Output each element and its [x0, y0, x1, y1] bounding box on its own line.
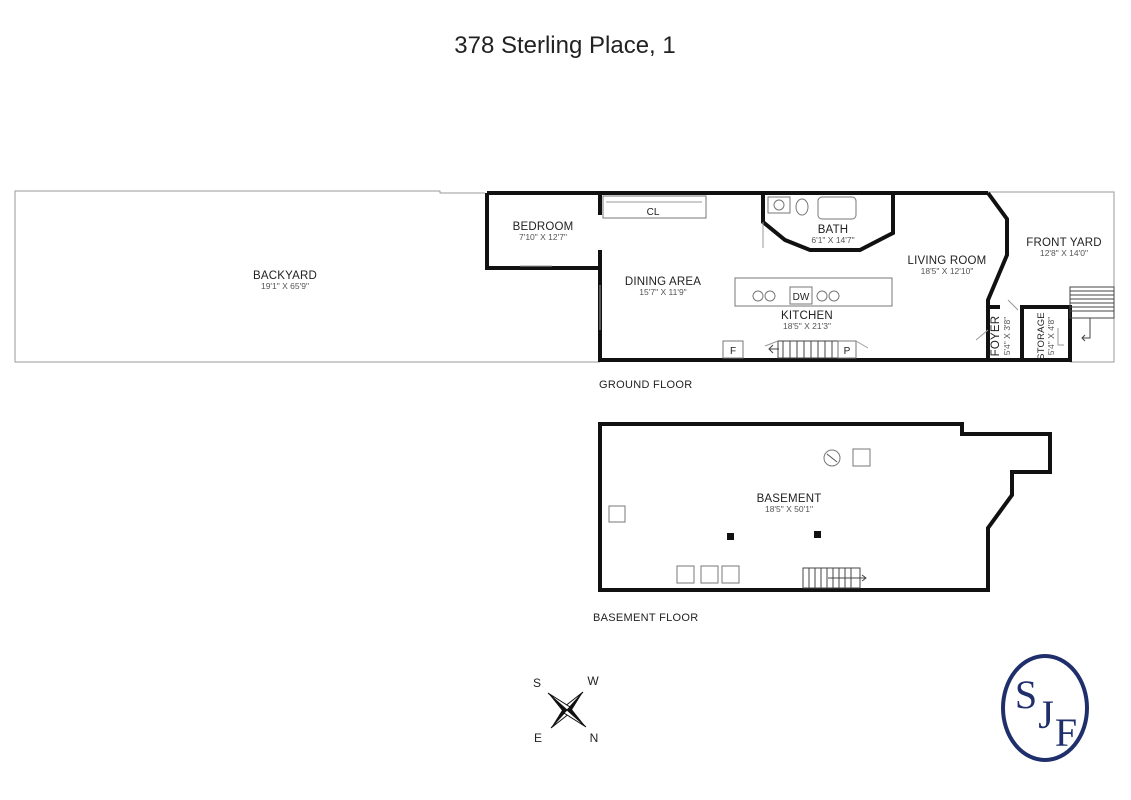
compass-east: E — [534, 731, 542, 745]
page-title: 378 Sterling Place, 1 — [454, 32, 675, 59]
kitchen-label: KITCHEN — [781, 310, 833, 322]
sjf-logo: S J F — [1001, 654, 1089, 762]
fridge — [722, 340, 744, 359]
compass-south: S — [533, 676, 541, 690]
logo-letter-j: J — [1038, 692, 1054, 737]
fridge-tag: F — [730, 346, 736, 357]
living-room-label: LIVING ROOM — [908, 255, 987, 267]
sink-bowl-icon — [773, 199, 785, 211]
basement-floor-label: BASEMENT FLOOR — [593, 612, 698, 624]
bathtub-icon — [817, 196, 857, 220]
compass-west: W — [587, 674, 599, 688]
sink-icon — [816, 290, 828, 302]
compass-needle-icon — [563, 709, 587, 728]
bath-dims: 6'1" X 14'7" — [811, 235, 854, 245]
dishwasher-tag: DW — [793, 292, 810, 303]
sink-icon — [828, 290, 840, 302]
bedroom-label: BEDROOM — [513, 221, 574, 233]
basement-floor-plan: BASEMENT 18'5" X 50'1" BASEMENT FLOOR — [593, 422, 1052, 624]
sink-icon — [752, 290, 764, 302]
backyard-label: BACKYARD — [253, 270, 317, 282]
basement-wall — [598, 422, 1052, 592]
foyer-dims: 5'4" X 3'8" — [1002, 317, 1012, 356]
dishwasher — [789, 286, 813, 305]
basement-fixture — [721, 565, 740, 584]
logo-letter-f: F — [1055, 710, 1077, 755]
backyard-dims: 19'1" X 65'9" — [261, 281, 309, 291]
basement-fixture — [608, 505, 626, 523]
support-column — [727, 533, 734, 540]
compass-rose: S W E N — [533, 674, 599, 745]
basement-fixture — [852, 448, 871, 467]
storage-dims: 5'4" X 4'8" — [1046, 317, 1056, 356]
front-yard-outline — [988, 191, 1115, 363]
logo-letter-s: S — [1015, 672, 1037, 717]
logo-oval — [1001, 654, 1089, 762]
compass-needle-icon — [567, 707, 586, 727]
front-yard-dims: 12'8" X 14'0" — [1040, 248, 1088, 258]
support-column — [814, 531, 821, 538]
backyard-outline — [14, 190, 600, 363]
ground-floor-label: GROUND FLOOR — [599, 379, 692, 391]
foyer-label: FOYER — [990, 316, 1002, 357]
compass-north: N — [590, 731, 599, 745]
storage-door — [1057, 328, 1064, 346]
foyer-door-swing — [975, 299, 1019, 341]
basement-stairs — [802, 567, 867, 589]
toilet-icon — [795, 198, 809, 216]
compass-needle-icon — [547, 692, 571, 711]
dining-area-label: DINING AREA — [625, 276, 701, 288]
ground-floor-plan: BACKYARD 19'1" X 65'9" BEDROOM 7'10" X 1… — [14, 190, 1115, 391]
storage-label: STORAGE — [1036, 312, 1047, 360]
kitchen-stair-doors — [764, 340, 869, 349]
pantry — [837, 340, 857, 359]
front-bay-wall — [986, 191, 1009, 360]
bath-label: BATH — [818, 224, 849, 236]
front-steps — [1069, 286, 1115, 342]
living-room-dims: 18'5" X 12'10" — [921, 266, 974, 276]
kitchen-stairs — [768, 340, 839, 359]
basement-fixture — [700, 565, 719, 584]
dining-area-dims: 15'7" X 11'9" — [639, 287, 686, 297]
front-yard-label: FRONT YARD — [1026, 237, 1101, 249]
bedroom-dims: 7'10" X 12'7" — [519, 232, 567, 242]
pantry-tag: P — [844, 346, 851, 357]
water-heater-mark — [826, 453, 838, 463]
closet-tag: CL — [647, 207, 660, 218]
basement-dims: 18'5" X 50'1" — [765, 504, 813, 514]
kitchen-dims: 18'5" X 21'3" — [783, 321, 831, 331]
basement-label: BASEMENT — [757, 493, 822, 505]
sink-icon — [764, 290, 776, 302]
compass-needle-icon — [548, 693, 567, 713]
basement-fixture — [676, 565, 695, 584]
